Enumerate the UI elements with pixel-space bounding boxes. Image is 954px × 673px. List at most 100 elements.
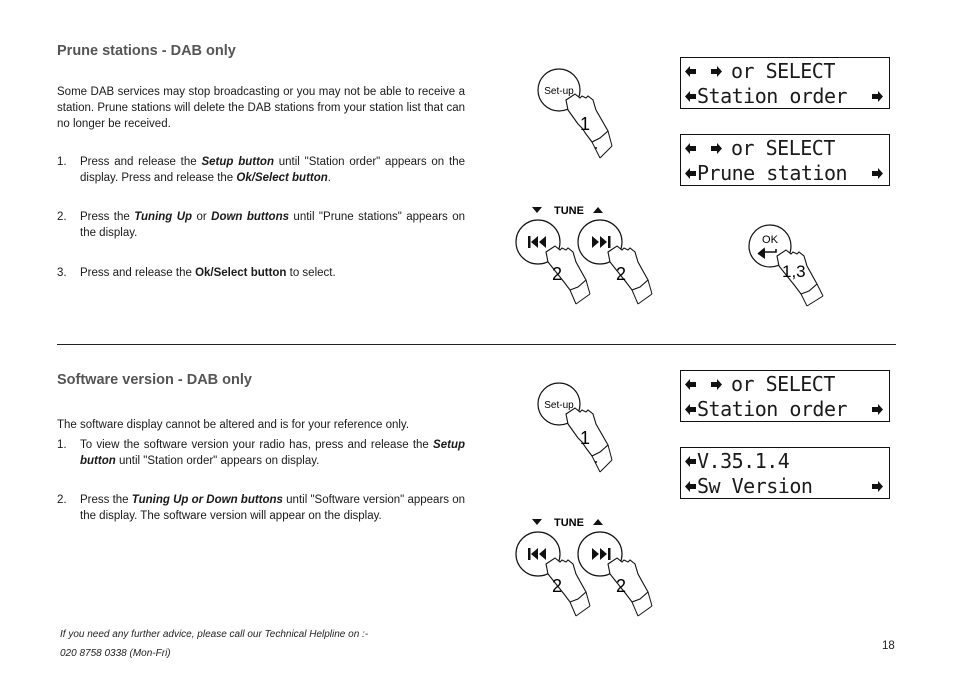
step-number-label: 2 — [616, 576, 626, 596]
lcd-line-2: Prune station — [697, 161, 848, 185]
finger-icon — [565, 93, 609, 143]
setup-button-label: Set-up — [544, 400, 574, 411]
step-text-part: to select. — [286, 267, 336, 279]
step-number: 3. — [57, 267, 67, 279]
step-number: 1. — [57, 156, 67, 168]
emphasis-text: Tuning Up or Down buttons — [131, 494, 283, 506]
left-arrow-icon — [685, 143, 696, 154]
section-divider — [57, 344, 896, 345]
step-text-part: . — [327, 172, 331, 184]
emphasis-text: Setup button — [201, 156, 274, 168]
prune-stations-heading: Prune stations - DAB only — [57, 43, 236, 59]
right-arrow-icon — [711, 66, 722, 77]
setup-button-label: Set-up — [544, 86, 574, 97]
left-arrow-icon — [685, 404, 696, 415]
left-arrow-icon — [685, 481, 696, 492]
up-triangle-icon — [593, 519, 603, 525]
page-number: 18 — [882, 640, 895, 652]
software-version-intro: The software display cannot be altered a… — [57, 419, 410, 431]
prune-step-1: 1. Press and release the Setup button un… — [57, 154, 465, 188]
step-text-part: Press and release the — [80, 156, 202, 168]
step-text-part: Press the — [80, 494, 132, 506]
helpline-number: 020 8758 0338 (Mon-Fri) — [60, 648, 171, 659]
lcd-line-2: Sw Version — [697, 474, 813, 498]
step-text-part: Press and release the — [80, 267, 196, 279]
tune-buttons-figure: TUNE 2 2 — [515, 517, 653, 617]
step-text: Press the Tuning Up or Down buttons unti… — [80, 209, 465, 241]
setup-button-press-figure: Set-up 1 — [537, 68, 613, 159]
step-number: 1. — [57, 439, 67, 451]
prune-step-2: 2. Press the Tuning Up or Down buttons u… — [57, 209, 465, 243]
down-triangle-icon — [532, 207, 542, 213]
tune-buttons-figure: TUNE 2 2 — [515, 205, 653, 305]
skip-back-icon — [528, 236, 546, 248]
right-arrow-icon — [872, 91, 883, 102]
tune-label: TUNE — [554, 517, 584, 529]
step-text-part: until "Prune stations" appears on the di… — [80, 211, 466, 239]
tune-label: TUNE — [554, 205, 584, 217]
lcd-display-sw-version: V.35.1.4 Sw Version — [680, 447, 890, 499]
lcd-line-2: Station order — [697, 397, 848, 421]
step-number-label: 1 — [580, 114, 590, 134]
prune-step-3: 3. Press and release the Ok/Select butto… — [57, 265, 465, 283]
step-text: Press and release the Setup button until… — [80, 154, 465, 186]
step-text-part: until "Station order" appears on display… — [115, 455, 320, 467]
emphasis-text: Ok/Select button — [195, 267, 287, 279]
lcd-display-prune-station: or SELECT Prune station — [680, 134, 890, 186]
software-step-2: 2. Press the Tuning Up or Down buttons u… — [57, 492, 465, 526]
step-number-label: 1,3 — [782, 262, 806, 281]
step-number-label: 2 — [552, 576, 562, 596]
helpline-text: If you need any further advice, please c… — [60, 629, 369, 640]
step-text: Press and release the Ok/Select button t… — [80, 265, 465, 281]
lcd-display-station-order: or SELECT Station order — [680, 370, 890, 422]
right-arrow-icon — [872, 404, 883, 415]
right-arrow-icon — [872, 481, 883, 492]
left-arrow-icon — [685, 456, 696, 467]
down-triangle-icon — [532, 519, 542, 525]
emphasis-text: Tuning Up — [134, 211, 193, 223]
skip-forward-icon — [592, 236, 611, 248]
step-number-label: 2 — [552, 264, 562, 284]
lcd-line-2: Station order — [697, 84, 848, 108]
lcd-line-1: V.35.1.4 — [697, 449, 790, 473]
left-arrow-icon — [685, 91, 696, 102]
step-number: 2. — [57, 494, 67, 506]
setup-button-press-figure: Set-up 1 — [537, 382, 613, 473]
lcd-display-station-order: or SELECT Station order — [680, 57, 890, 109]
left-arrow-icon — [685, 379, 696, 390]
finger-icon — [545, 557, 587, 603]
lcd-line-1: or SELECT — [731, 136, 835, 160]
prune-stations-intro: Some DAB services may stop broadcasting … — [57, 86, 465, 130]
step-text-part: Press the — [80, 211, 135, 223]
finger-icon — [607, 245, 649, 291]
finger-icon — [545, 245, 587, 291]
step-text-part: or — [192, 211, 212, 223]
up-triangle-icon — [593, 207, 603, 213]
lcd-line-1: or SELECT — [731, 59, 835, 83]
finger-icon — [776, 249, 818, 295]
emphasis-text: Ok/Select button — [236, 172, 328, 184]
finger-icon — [607, 557, 649, 603]
ok-button-label: OK — [762, 234, 779, 246]
ok-button-press-figure: OK 1,3 — [748, 224, 824, 307]
software-version-heading: Software version - DAB only — [57, 372, 252, 388]
finger-icon — [565, 407, 609, 457]
right-arrow-icon — [872, 168, 883, 179]
left-arrow-icon — [685, 66, 696, 77]
software-step-1: 1. To view the software version your rad… — [57, 437, 465, 471]
emphasis-text: Down buttons — [211, 211, 290, 223]
lcd-line-1: or SELECT — [731, 372, 835, 396]
left-arrow-icon — [685, 168, 696, 179]
skip-back-icon — [528, 548, 546, 560]
skip-forward-icon — [592, 548, 611, 560]
step-text-part: until "Station order" appears on the dis… — [80, 156, 465, 184]
right-arrow-icon — [711, 143, 722, 154]
step-number-label: 2 — [616, 264, 626, 284]
step-number: 2. — [57, 211, 67, 223]
right-arrow-icon — [711, 379, 722, 390]
emphasis-text: Setup button — [80, 439, 465, 467]
step-text: Press the Tuning Up or Down buttons unti… — [80, 492, 465, 524]
step-text-part: until "Software version" appears on the … — [80, 494, 466, 522]
step-number-label: 1 — [580, 428, 590, 448]
step-text: To view the software version your radio … — [80, 437, 465, 469]
